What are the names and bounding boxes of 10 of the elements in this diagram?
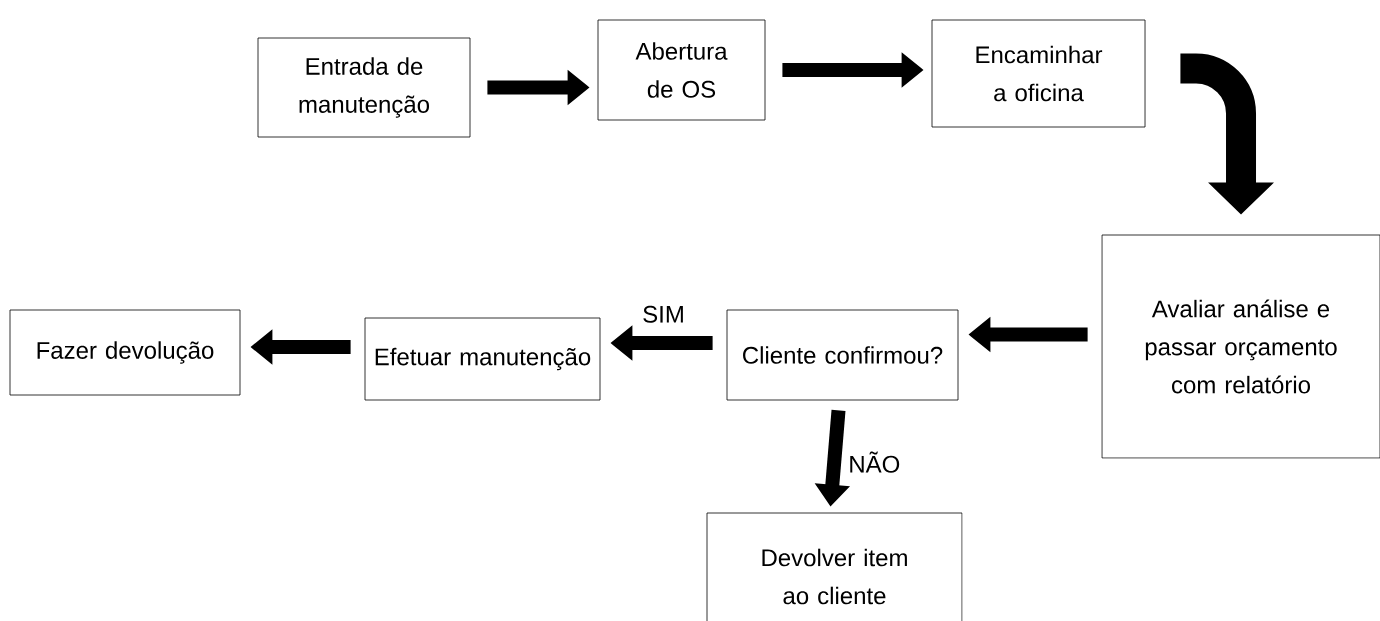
- process-box: Cliente confirmou?: [726, 309, 959, 401]
- process-box: Devolver item ao cliente: [706, 512, 963, 621]
- edge-label: NÃO: [846, 449, 903, 475]
- edge-label: SIM: [640, 303, 687, 325]
- process-box: Encaminhar a oficina: [931, 19, 1146, 128]
- process-box: Efetuar manutenção: [364, 317, 601, 401]
- process-box: Avaliar análise e passar orçamento com relatório: [1101, 234, 1380, 459]
- process-box: Fazer devolução: [9, 309, 241, 396]
- process-box: Entrada de manutenção: [257, 37, 471, 138]
- process-box: Abertura de OS: [597, 19, 766, 121]
